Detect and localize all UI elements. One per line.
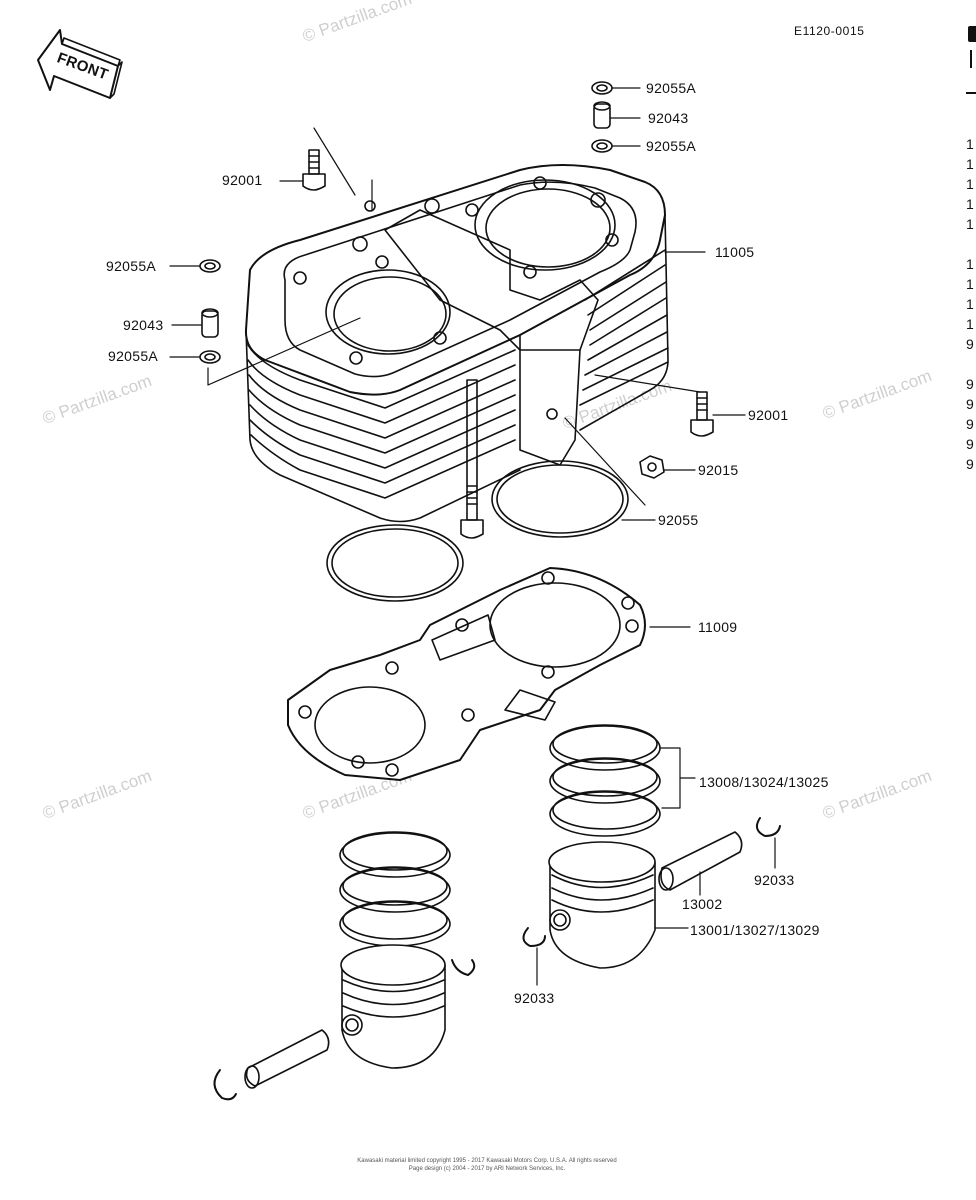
part-label-92033[interactable]: 92033 xyxy=(514,990,555,1006)
circlip-left-bottom xyxy=(213,1069,237,1101)
edge-char: 1 xyxy=(966,276,975,292)
piston-right xyxy=(548,841,689,969)
piston-rings-left xyxy=(339,831,451,947)
edge-char: 1 xyxy=(966,296,975,312)
part-label-13001[interactable]: 13001/13027/13029 xyxy=(690,922,820,938)
edge-char: 1 xyxy=(966,176,975,192)
part-label-11005[interactable]: 11005 xyxy=(715,244,755,260)
edge-char: 1 xyxy=(966,196,975,212)
part-label-92055a[interactable]: 92055A xyxy=(108,348,159,364)
edge-char: 9 xyxy=(966,396,975,412)
circlip-92033-right xyxy=(755,817,781,869)
edge-char: 1 xyxy=(966,256,975,272)
front-arrow-icon xyxy=(37,29,123,99)
circlip-left-top xyxy=(451,959,476,976)
part-label-92043[interactable]: 92043 xyxy=(648,110,689,126)
piston-pin-13002 xyxy=(658,831,743,896)
edge-char: 9 xyxy=(966,336,975,352)
part-label-92055a[interactable]: 92055A xyxy=(106,258,157,274)
nut-92015 xyxy=(564,417,696,506)
edge-char: 9 xyxy=(966,416,975,432)
edge-char: 9 xyxy=(966,456,975,472)
piston-left xyxy=(340,944,446,1069)
edge-char: 1 xyxy=(966,136,975,152)
base-gasket-11009 xyxy=(287,567,691,781)
edge-char: 1 xyxy=(966,316,975,332)
right-edge-column: 1 1 1 1 1 1 1 1 1 9 9 9 9 9 9 xyxy=(966,0,976,480)
dowel-stack-left xyxy=(169,259,361,386)
part-label-92001[interactable]: 92001 xyxy=(222,172,263,188)
part-label-92055a[interactable]: 92055A xyxy=(646,138,697,154)
dowel-stack-top xyxy=(591,81,641,153)
edge-char: 1 xyxy=(966,156,975,172)
part-label-92055a[interactable]: 92055A xyxy=(646,80,697,96)
page-design-line: Page design (c) 2004 - 2017 by ARI Netwo… xyxy=(408,1166,566,1172)
circlip-92033-center xyxy=(522,927,546,986)
part-label-92033[interactable]: 92033 xyxy=(754,872,795,888)
edge-char: 9 xyxy=(966,376,975,392)
bolt-92001-top xyxy=(279,127,373,211)
cylinder-block xyxy=(244,164,706,523)
diagram-code: E1120-0015 xyxy=(794,24,865,38)
part-label-92043[interactable]: 92043 xyxy=(123,317,164,333)
bolt-92001-right xyxy=(594,374,746,437)
part-label-13002[interactable]: 13002 xyxy=(682,896,723,912)
edge-char: 1 xyxy=(966,216,975,232)
edge-char: 9 xyxy=(966,436,975,452)
part-label-92055[interactable]: 92055 xyxy=(658,512,699,528)
part-label-92015[interactable]: 92015 xyxy=(698,462,739,478)
piston-pin-left xyxy=(244,1029,330,1089)
copyright-line: Kawasaki material limited copyright 1995… xyxy=(357,1158,617,1164)
part-label-13008[interactable]: 13008/13024/13025 xyxy=(699,774,829,790)
part-label-11009[interactable]: 11009 xyxy=(698,619,738,635)
stud-bolt xyxy=(460,379,484,539)
o-ring-92055 xyxy=(326,460,656,602)
piston-rings-right xyxy=(549,724,696,837)
part-label-92001[interactable]: 92001 xyxy=(748,407,789,423)
